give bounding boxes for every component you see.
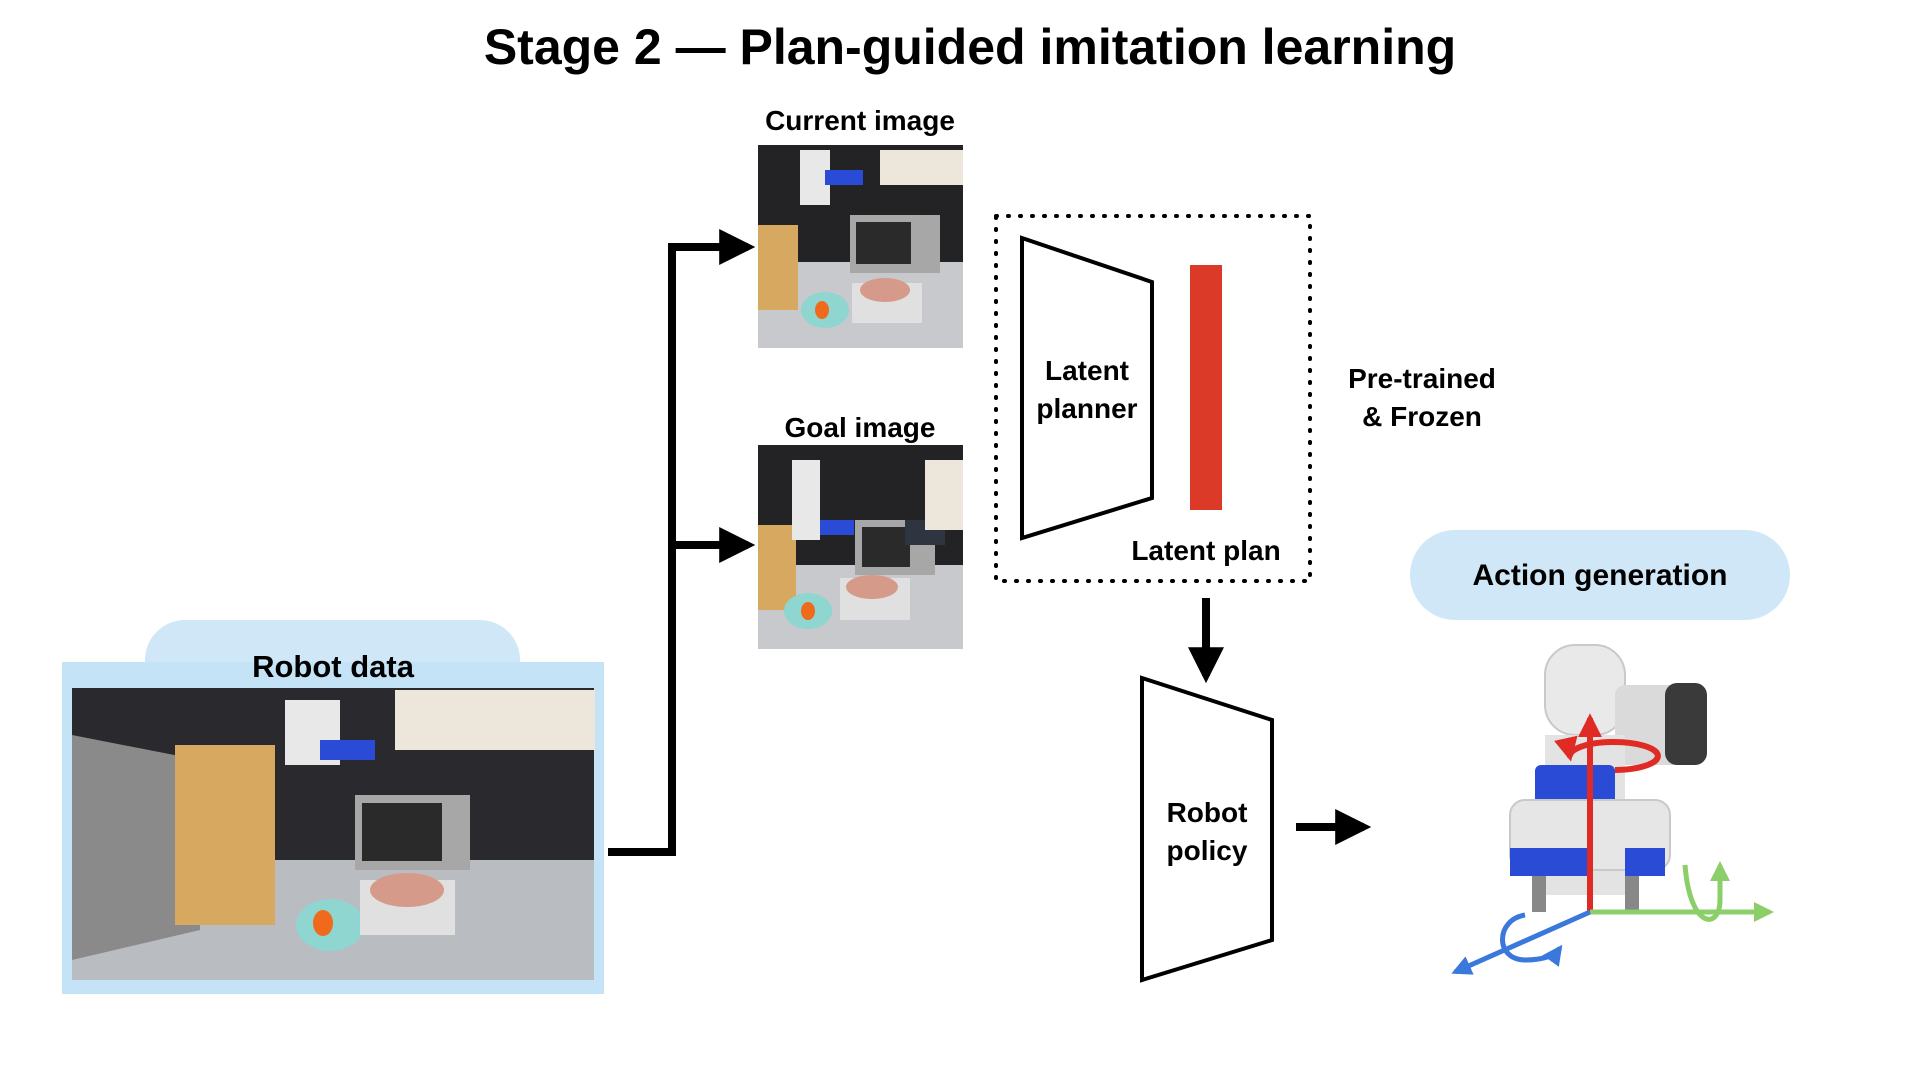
rotation-z-arrow (1554, 735, 1661, 773)
robot-data-label: Robot data (252, 649, 415, 684)
pretrained-label-line2: & Frozen (1362, 401, 1482, 432)
latent-planner-label-line1: Latent (1045, 355, 1129, 386)
latent-planner-block (1020, 235, 1154, 541)
robot-policy-label-line2: policy (1167, 835, 1248, 866)
rotation-x-arrow (1682, 861, 1730, 922)
gripper-illustration (1509, 644, 1707, 912)
rotation-y-arrow (1500, 912, 1563, 967)
latent-plan-bar (1190, 265, 1222, 510)
page-title: Stage 2 — Plan-guided imitation learning (484, 19, 1456, 75)
current-image-label: Current image (765, 105, 955, 136)
action-axes-icon (1451, 713, 1774, 975)
arrow-to-current-image (608, 229, 756, 856)
frozen-module-box (994, 214, 1312, 583)
robot-data-photo (72, 688, 595, 980)
current-image-photo (758, 145, 963, 348)
pretrained-label-line1: Pre-trained (1348, 363, 1496, 394)
action-generation-label: Action generation (1472, 559, 1727, 592)
axis-y-arrow (1451, 909, 1592, 975)
goal-image-label: Goal image (785, 412, 936, 443)
action-generation-pill (1410, 530, 1790, 620)
latent-planner-label-line2: planner (1036, 393, 1137, 424)
robot-policy-block (1140, 675, 1274, 983)
robot-data-panel: Robot data (62, 620, 604, 994)
robot-policy-label-line1: Robot (1167, 797, 1248, 828)
latent-plan-label: Latent plan (1131, 535, 1280, 566)
goal-image-photo (758, 445, 963, 649)
